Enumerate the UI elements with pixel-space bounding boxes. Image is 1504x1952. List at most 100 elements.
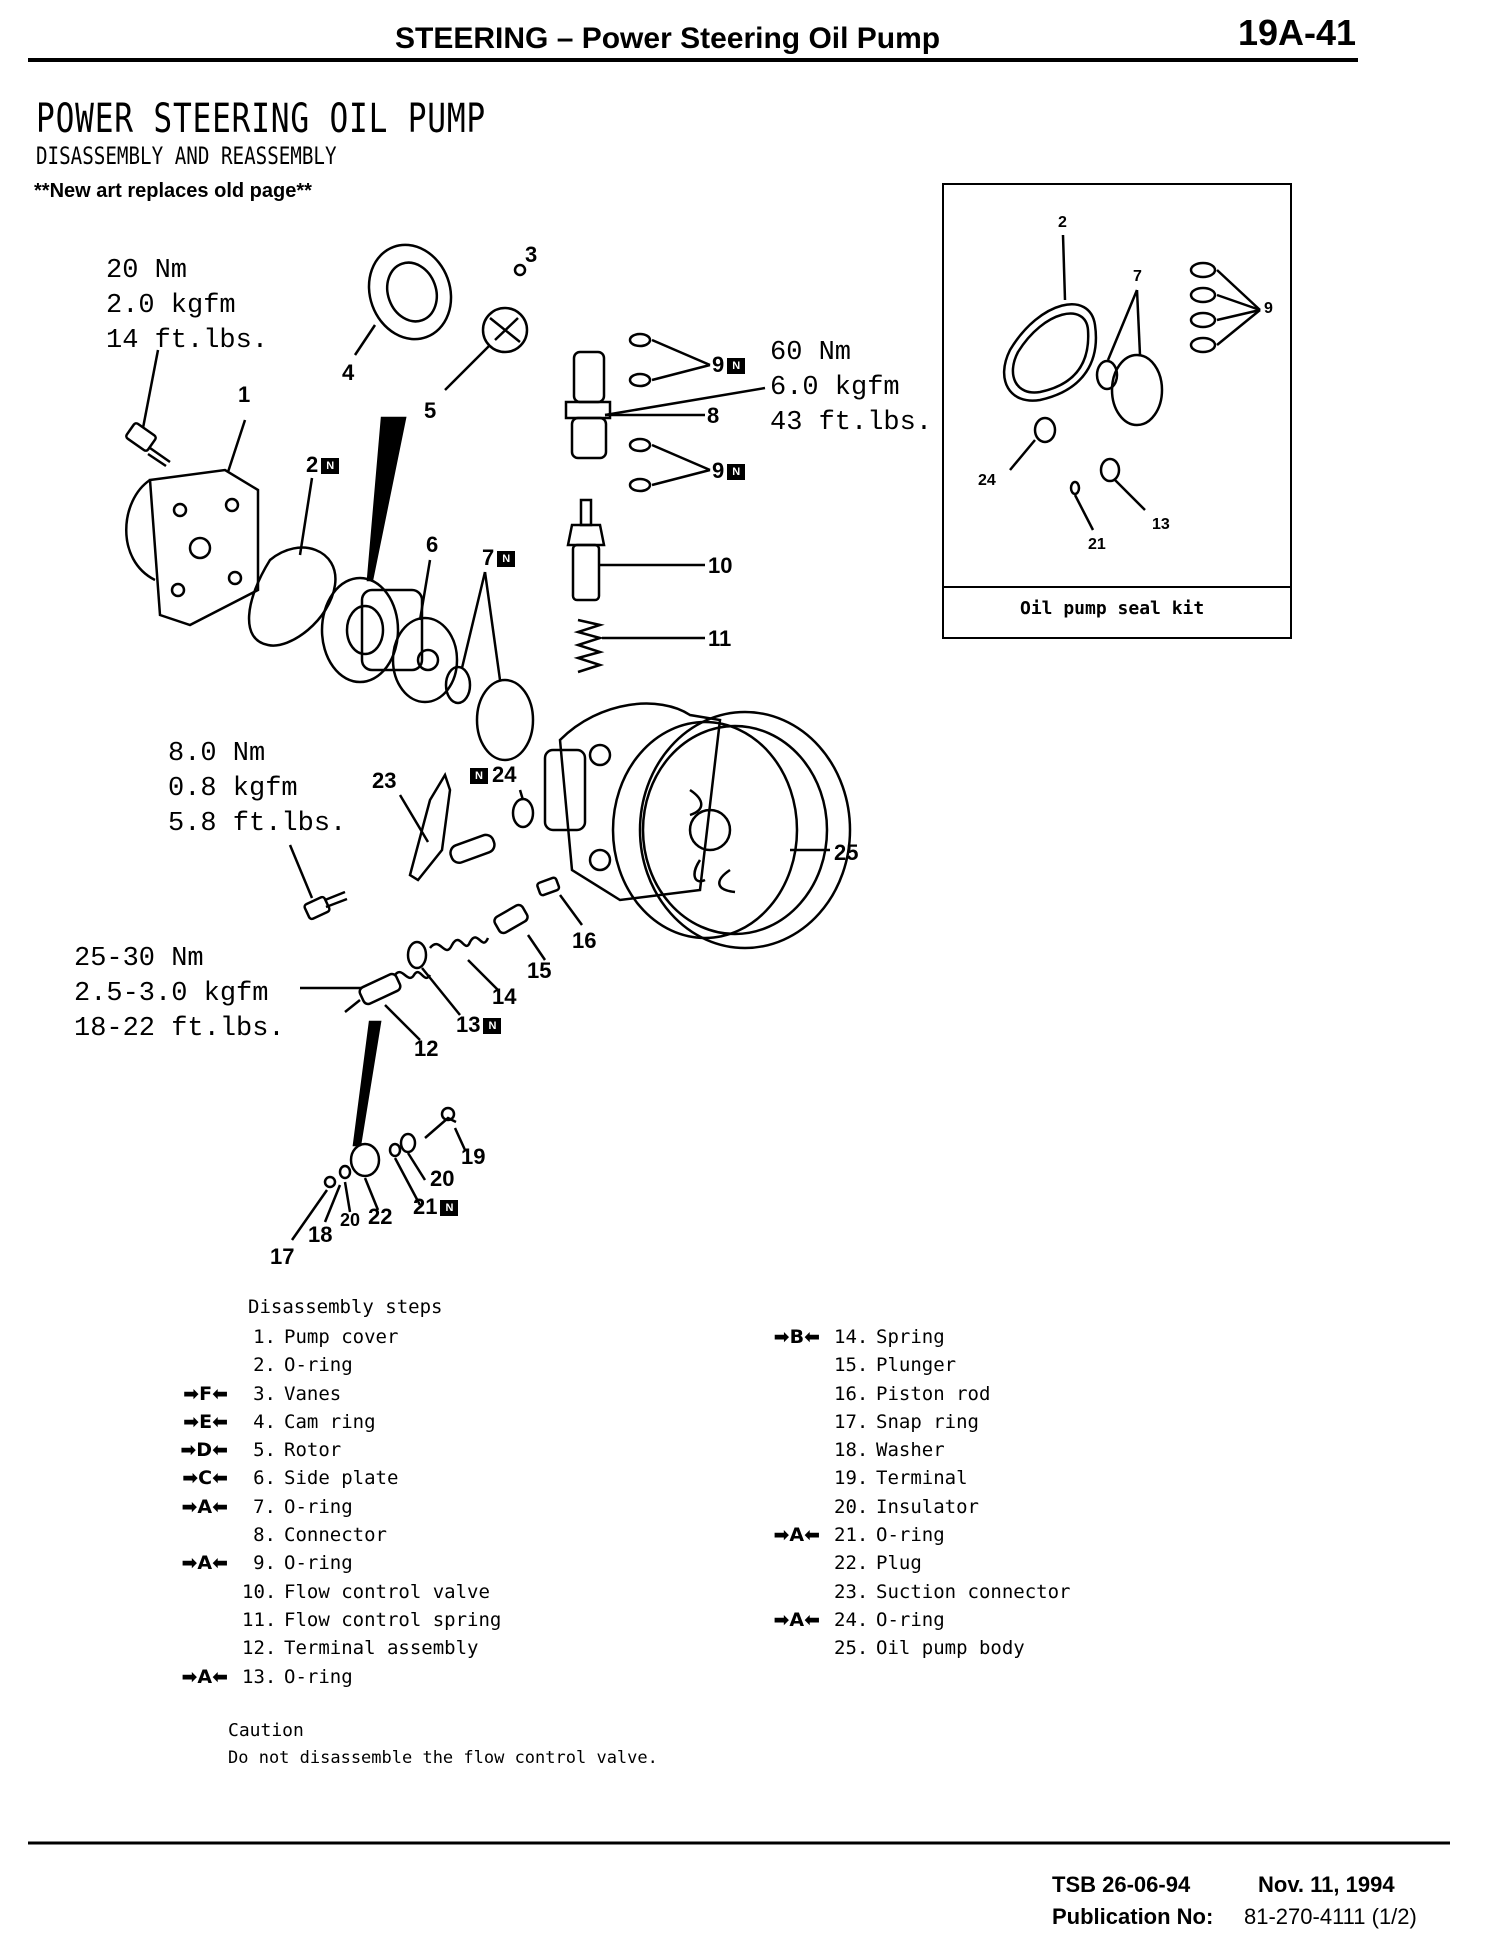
step-row: 17.Snap ring: [834, 1410, 979, 1433]
header-rule: [28, 58, 1358, 62]
callout-19: 19: [461, 1144, 486, 1169]
footer-date: Nov. 11, 1994: [1258, 1872, 1395, 1897]
step-row: 23.Suction connector: [834, 1580, 1071, 1603]
cam-rotor-assembly-icon: [320, 576, 424, 684]
cam-ring-icon: [353, 243, 453, 356]
steps-list-right: ➡B⬅14.Spring 15.Plunger 16.Piston rod 17…: [750, 1323, 1070, 1663]
torque-spec-pump-cover-bolt: 20 Nm 2.0 kgfm 14 ft.lbs.: [106, 256, 269, 356]
footer-publication-number: 81-270-4111 (1/2): [1244, 1904, 1417, 1929]
terminal-parts-icon: [290, 1106, 467, 1241]
seal-kit-label-24: 24: [978, 472, 996, 489]
pulley-icon: [611, 710, 852, 950]
plunger-icon: [493, 903, 547, 961]
connector-icon: [564, 350, 766, 460]
step-row: 12.Terminal assembly: [242, 1637, 479, 1660]
seal-kit-box: [942, 183, 1292, 639]
caution-text: Do not disassemble the flow control valv…: [228, 1748, 658, 1768]
step-row: ➡A⬅9.O-ring: [181, 1552, 353, 1575]
steps-heading: Disassembly steps: [248, 1296, 443, 1318]
new-part-badge: N: [321, 458, 340, 475]
footer-publication-label: Publication No:: [1052, 1904, 1214, 1929]
step-row: 20.Insulator: [834, 1495, 979, 1518]
terminal-pointer-icon: [352, 1020, 382, 1147]
callout-22: 22: [368, 1204, 393, 1229]
new-part-badge: N: [483, 1018, 502, 1035]
step-row: 18.Washer: [834, 1439, 945, 1462]
suction-connector-bolt-icon: [288, 844, 348, 921]
callout-6: 6: [426, 532, 439, 557]
seal-kit-label-9: 9: [1264, 300, 1273, 317]
callout-5: 5: [424, 398, 437, 423]
suction-connector-icon: [398, 772, 496, 882]
callout-20-right: 20: [430, 1166, 455, 1191]
step-row: 16.Piston rod: [834, 1382, 991, 1405]
seal-kit-label-21: 21: [1088, 536, 1106, 553]
piston-rod-icon: [536, 876, 584, 926]
step-row: ➡E⬅4.Cam ring: [183, 1410, 376, 1433]
step-row: ➡A⬅21.O-ring: [773, 1524, 945, 1547]
callout-16: 16: [572, 928, 597, 953]
callout-20-left: 20: [340, 1210, 361, 1230]
callout-18: 18: [308, 1222, 333, 1247]
new-part-badge: N: [497, 551, 516, 568]
step-row: ➡A⬅24.O-ring: [773, 1608, 945, 1631]
seal-kit-parts-icon: [1002, 234, 1261, 531]
new-part-badge: N: [727, 464, 746, 481]
side-plate-icon: [391, 559, 459, 704]
o-ring-2-icon: [247, 546, 337, 647]
caution-heading: Caution: [228, 1720, 304, 1741]
callout-11: 11: [708, 626, 732, 651]
seal-kit-label-7: 7: [1133, 268, 1142, 285]
flow-control-valve-icon: [566, 498, 705, 602]
seal-kit-label-13: 13: [1152, 516, 1170, 533]
seal-kit-label-2: 2: [1058, 214, 1067, 231]
callout-17: 17: [270, 1244, 295, 1269]
rotor-icon: [444, 263, 529, 391]
step-row: 19.Terminal: [834, 1467, 968, 1490]
seal-kit-caption: Oil pump seal kit: [1020, 598, 1205, 619]
step-row: 2.O-ring: [253, 1354, 353, 1377]
step-row: ➡F⬅3.Vanes: [183, 1382, 342, 1405]
step-row: 25.Oil pump body: [834, 1637, 1025, 1660]
torque-spec-suction-connector-bolt: 8.0 Nm 0.8 kgfm 5.8 ft.lbs.: [168, 739, 347, 839]
step-row: ➡A⬅7.O-ring: [181, 1495, 353, 1518]
step-row: 1.Pump cover: [253, 1326, 399, 1348]
flow-control-spring-icon: [573, 618, 705, 674]
section-title: POWER STEERING OIL PUMP: [36, 96, 486, 142]
step-row: ➡A⬅13.O-ring: [181, 1665, 353, 1688]
page-header-title: STEERING – Power Steering Oil Pump: [395, 22, 941, 55]
assembly-pointer-icon: [366, 416, 407, 582]
torque-spec-terminal-assembly: 25-30 Nm 2.5-3.0 kgfm 18-22 ft.lbs.: [74, 944, 285, 1044]
step-row: 10.Flow control valve: [242, 1580, 490, 1603]
callout-25: 25: [834, 840, 859, 865]
callout-4: 4: [342, 360, 355, 385]
step-row: ➡C⬅6.Side plate: [182, 1467, 399, 1490]
spring-14-icon: [429, 936, 499, 991]
step-row: 11.Flow control spring: [242, 1608, 502, 1631]
callout-8: 8: [707, 403, 720, 428]
callout-23: 23: [372, 768, 397, 793]
oil-pump-body-icon: [543, 702, 722, 902]
footer-tsb: TSB 26-06-94: [1052, 1872, 1191, 1897]
pump-cover-icon: [125, 419, 260, 627]
terminal-assembly-icon: [300, 970, 432, 1041]
pump-cover-bolt-icon: [125, 349, 171, 468]
callout-10: 10: [708, 553, 733, 578]
callout-3: 3: [525, 242, 538, 267]
new-part-badge: N: [470, 768, 488, 785]
callout-1: 1: [238, 382, 251, 407]
step-row: 8.Connector: [253, 1524, 387, 1547]
step-row: 15.Plunger: [834, 1354, 957, 1377]
replacement-note: **New art replaces old page**: [34, 180, 312, 202]
torque-spec-connector: 60 Nm 6.0 kgfm 43 ft.lbs.: [770, 338, 933, 438]
callout-14: 14: [492, 984, 517, 1009]
section-subtitle: DISASSEMBLY AND REASSEMBLY: [36, 142, 337, 170]
